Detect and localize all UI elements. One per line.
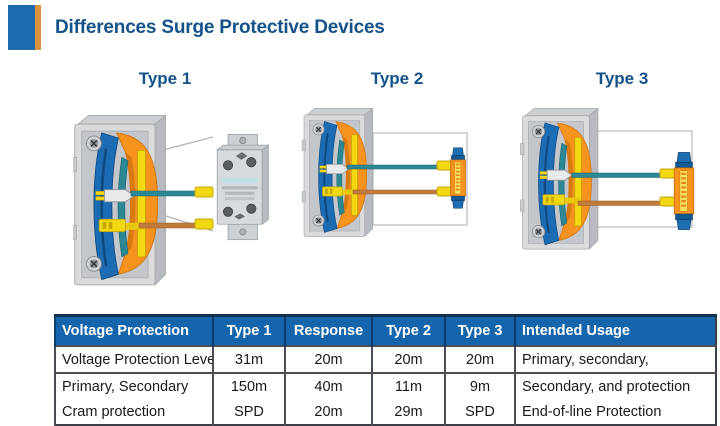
brand-orange-strip	[35, 5, 41, 50]
teal-wire	[346, 164, 442, 170]
inline-spd-cylinder-icon	[673, 152, 695, 230]
yellow-terminal	[194, 218, 214, 230]
teal-wire	[130, 190, 198, 197]
table-cell: 150m	[212, 372, 285, 399]
panel-outline	[372, 132, 468, 226]
table-cell: 29m	[371, 399, 445, 425]
table-cell: Primary, secondary,	[514, 345, 716, 373]
table-cell: 20m	[284, 345, 372, 373]
table-cell: SPD	[444, 399, 515, 425]
table-cell: End-of-line Protection	[514, 399, 716, 425]
table-header-row: Voltage Protection Type 1 Response Type …	[54, 314, 716, 346]
column-header-intended-usage: Intended Usage	[514, 314, 716, 346]
table-cell: 20m	[284, 399, 372, 425]
table-cell: 40m	[284, 372, 372, 399]
table-cell: 20m	[371, 345, 445, 373]
table-cell: Primary, Secondary	[54, 372, 213, 399]
yellow-terminal	[194, 186, 214, 198]
type1-label: Type 1	[138, 69, 192, 88]
teal-wire	[571, 172, 667, 178]
table-row: Primary, Secondary 150m 40m 11m 9m Secon…	[54, 372, 716, 399]
table-cell: Cram protection	[54, 399, 213, 425]
brand-blue-block	[8, 5, 35, 50]
table-cell: 31m	[212, 345, 285, 373]
surge-enclosure-icon	[519, 107, 600, 251]
surge-enclosure-icon	[73, 114, 167, 287]
din-rail-module-icon	[216, 133, 269, 241]
orange-wire	[138, 222, 198, 229]
table-cell: Secondary, and protection	[514, 372, 716, 399]
column-header-type2: Type 2	[371, 314, 445, 346]
column-header-type1: Type 1	[212, 314, 285, 346]
spd-comparison-table: Voltage Protection Type 1 Response Type …	[54, 314, 717, 426]
surge-enclosure-icon	[301, 107, 374, 238]
page-title: Differences Surge Protective Devices	[55, 17, 385, 38]
brand-mark	[8, 5, 41, 50]
type2-label: Type 2	[370, 69, 424, 88]
column-header-voltage-protection: Voltage Protection	[54, 314, 213, 346]
table-cell: 20m	[444, 345, 515, 373]
leader-line	[162, 136, 214, 151]
table-cell: Voltage Protection Level	[54, 345, 213, 373]
orange-wire	[577, 200, 667, 206]
table-row: Cram protection SPD 20m 29m SPD End-of-l…	[54, 399, 716, 425]
table-cell: SPD	[212, 399, 285, 425]
column-header-type3: Type 3	[444, 314, 515, 346]
table-cell: 11m	[371, 372, 445, 399]
type3-label: Type 3	[595, 69, 649, 88]
orange-wire	[352, 189, 442, 195]
table-row: Voltage Protection Level 31m 20m 20m 20m…	[54, 345, 716, 373]
type2-device-illustration	[301, 107, 468, 238]
type3-device-illustration	[519, 107, 695, 251]
column-header-response: Response	[284, 314, 372, 346]
table-cell: 9m	[444, 372, 515, 399]
inline-spd-cylinder-icon	[449, 147, 467, 209]
type1-device-illustration	[73, 114, 269, 287]
